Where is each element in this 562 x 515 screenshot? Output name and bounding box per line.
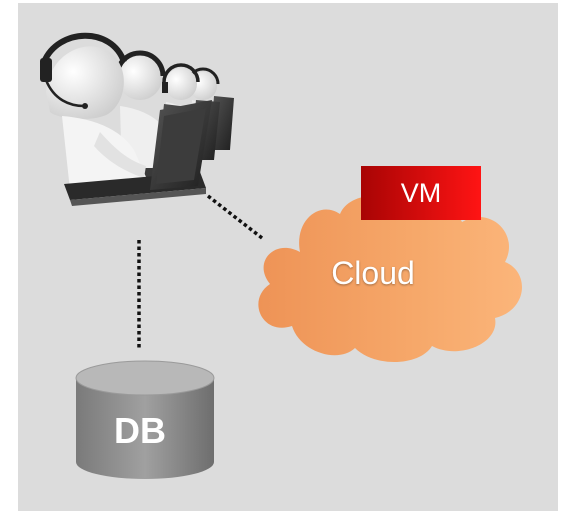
vm-box [361,166,481,220]
cloud-shape [258,196,522,363]
db-cylinder [75,360,215,479]
agent-1 [40,32,212,206]
connector-agents-cloud [206,194,264,240]
call-center-agents-icon [40,32,234,206]
